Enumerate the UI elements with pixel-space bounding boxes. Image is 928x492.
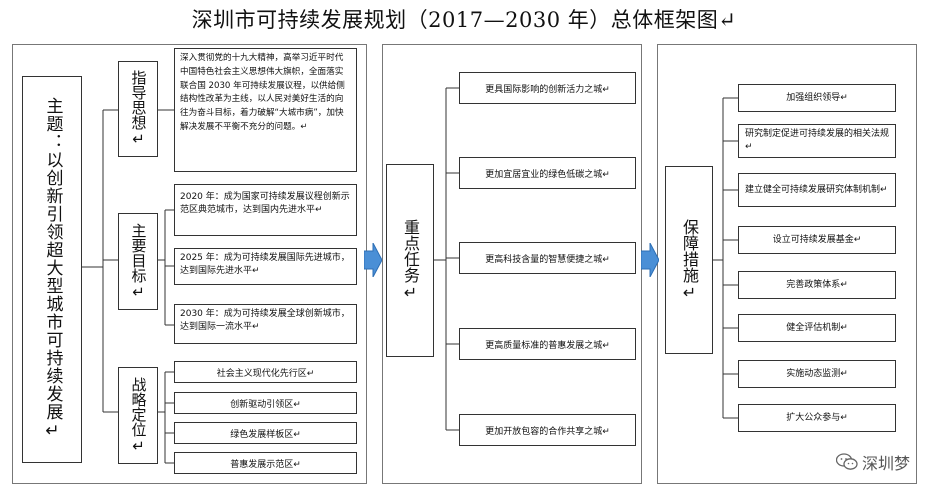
- flow-arrow-2: [641, 243, 659, 277]
- theme-box: 主题：以创新引领超大型城市可持续发展↵: [22, 76, 82, 463]
- task-item: 更具国际影响的创新活力之城↵: [459, 72, 636, 104]
- positioning-item: 创新驱动引领区↵: [174, 392, 357, 414]
- watermark: 深圳梦: [835, 450, 910, 474]
- tasks-label-box: 重点任务↵: [386, 164, 434, 357]
- measures-label: 保障措施↵: [680, 218, 699, 302]
- measure-item: 建立健全可持续发展研究体制机制↵: [738, 173, 896, 207]
- measure-item: 研究制定促进可持续发展的相关法规↵: [738, 124, 896, 158]
- measure-item: 加强组织领导↵: [738, 84, 896, 112]
- tasks-label: 重点任务↵: [401, 219, 420, 302]
- wechat-icon: [835, 453, 858, 470]
- positioning-label-box: 战略定位↵: [118, 367, 158, 464]
- guiding-label-box: 指导思想↵: [118, 61, 158, 157]
- goal-item-2025: 2025 年：成为可持续发展国际先进城市，达到国际先进水平↵: [174, 248, 357, 285]
- positioning-label: 战略定位↵: [129, 376, 148, 455]
- page-title: 深圳市可持续发展规划（2017—2030 年）总体框架图↵: [191, 8, 737, 32]
- goals-label-box: 主要目标↵: [118, 213, 158, 310]
- flow-arrow-1: [364, 243, 382, 277]
- task-item: 更加宜居宜业的绿色低碳之城↵: [459, 157, 636, 189]
- task-item: 更高科技含量的智慧便捷之城↵: [459, 242, 636, 274]
- goals-label: 主要目标↵: [129, 222, 148, 301]
- guiding-text: 深入贯彻党的十九大精神，高举习近平时代中国特色社会主义思想伟大旗帜，全面落实联合…: [180, 53, 345, 132]
- measures-label-box: 保障措施↵: [665, 166, 713, 354]
- goal-item-2030: 2030 年：成为可持续发展全球创新城市，达到国际一流水平↵: [174, 304, 357, 344]
- theme-label: 主题：以创新引领超大型城市可持续发展↵: [42, 97, 63, 442]
- watermark-text: 深圳梦: [861, 454, 910, 473]
- guiding-label: 指导思想↵: [129, 70, 148, 148]
- goal-item-2020: 2020 年：成为国家可持续发展议程创新示范区典范城市，达到国内先进水平↵: [174, 184, 357, 236]
- measure-item: 完善政策体系↵: [738, 271, 896, 299]
- measure-item: 扩大公众参与↵: [738, 404, 896, 432]
- guiding-text-box: 深入贯彻党的十九大精神，高举习近平时代中国特色社会主义思想伟大旗帜，全面落实联合…: [174, 48, 357, 172]
- positioning-item: 普惠发展示范区↵: [174, 452, 357, 474]
- measure-item: 实施动态监测↵: [738, 360, 896, 388]
- positioning-item: 社会主义现代化先行区↵: [174, 361, 357, 383]
- task-item: 更加开放包容的合作共享之城↵: [459, 414, 636, 446]
- task-item: 更高质量标准的普惠发展之城↵: [459, 328, 636, 360]
- positioning-item: 绿色发展样板区↵: [174, 422, 357, 444]
- measure-item: 设立可持续发展基金↵: [738, 226, 896, 254]
- measure-item: 健全评估机制↵: [738, 314, 896, 342]
